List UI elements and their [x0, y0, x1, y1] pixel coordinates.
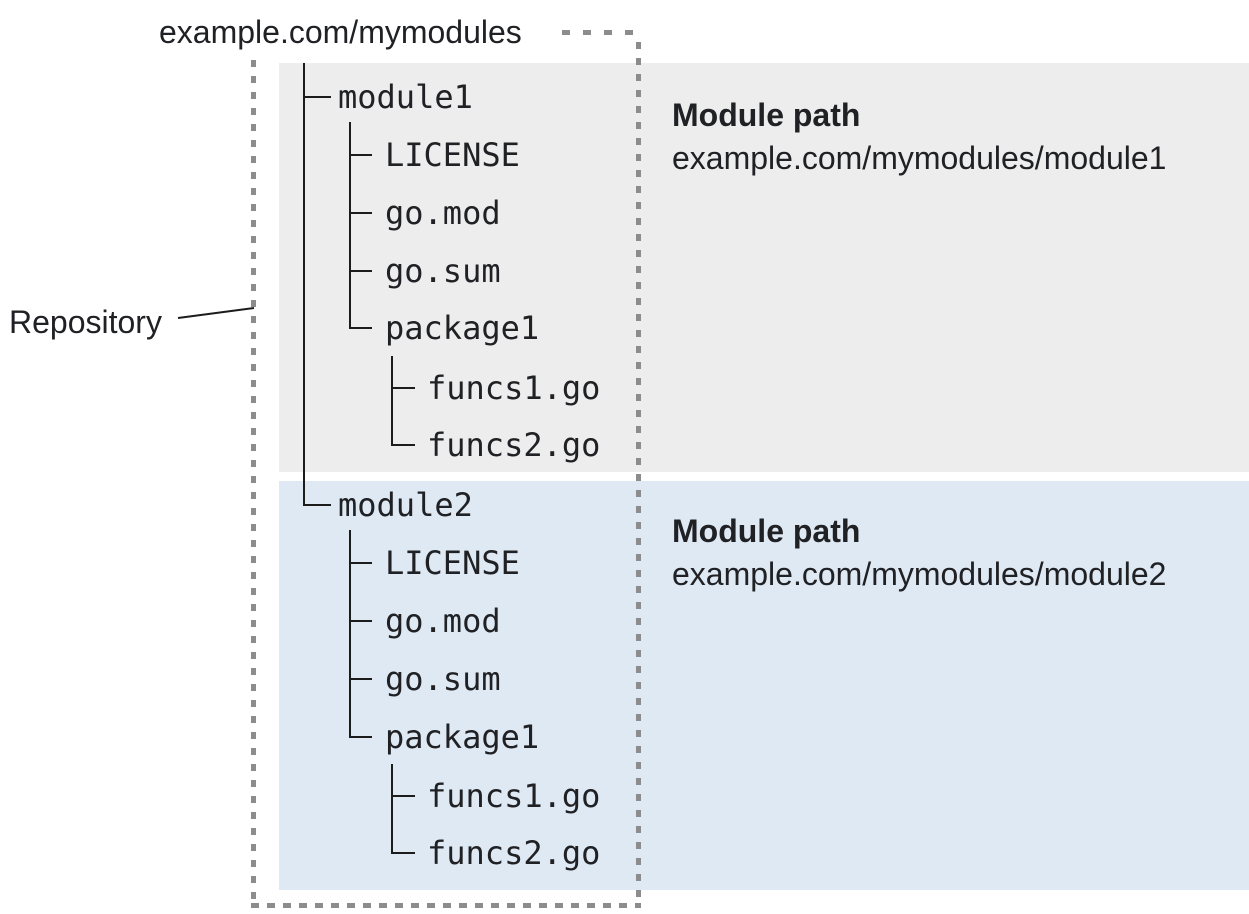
tree-trunk	[391, 764, 393, 854]
tree-branch	[349, 327, 372, 329]
module1-info-heading: Module path	[672, 97, 861, 133]
tree-branch	[391, 852, 415, 854]
tree-item-module2-gomod: go.mod	[385, 602, 501, 640]
tree-branch	[303, 96, 331, 98]
tree-branch	[349, 270, 372, 272]
module2-info-path: example.com/mymodules/module2	[672, 556, 1167, 592]
tree-trunk	[349, 530, 351, 738]
tree-branch	[349, 678, 372, 680]
tree-trunk	[349, 122, 351, 329]
tree-branch	[349, 562, 372, 564]
repository-title: example.com/mymodules	[159, 14, 522, 50]
tree-trunk	[303, 63, 305, 506]
tree-item-module2-gosum: go.sum	[385, 660, 501, 698]
tree-branch	[349, 154, 372, 156]
title-dash-connector	[562, 30, 640, 35]
tree-item-module1-package1: package1	[385, 309, 540, 347]
tree-branch	[303, 504, 331, 506]
module2-info: Module path example.com/mymodules/module…	[672, 510, 1166, 596]
tree-branch	[391, 444, 415, 446]
module1-info: Module path example.com/mymodules/module…	[672, 94, 1166, 180]
repository-pointer-line	[177, 307, 255, 319]
repository-border-left	[251, 60, 256, 903]
module1-info-path: example.com/mymodules/module1	[672, 140, 1167, 176]
tree-trunk	[391, 356, 393, 446]
module2-info-heading: Module path	[672, 513, 861, 549]
tree-item-module2-root: module2	[338, 486, 473, 524]
tree-branch	[349, 736, 372, 738]
module2-panel	[279, 481, 1249, 890]
module1-panel	[279, 63, 1249, 472]
tree-item-module1-gomod: go.mod	[385, 194, 501, 232]
tree-branch	[391, 387, 415, 389]
repository-label: Repository	[9, 304, 162, 340]
tree-item-module2-license: LICENSE	[385, 544, 520, 582]
tree-item-module1-gosum: go.sum	[385, 252, 501, 290]
tree-item-module2-funcs1: funcs1.go	[427, 777, 601, 815]
tree-item-module1-funcs2: funcs2.go	[427, 426, 601, 464]
tree-item-module2-funcs2: funcs2.go	[427, 834, 601, 872]
repository-border-bottom	[251, 903, 641, 908]
tree-item-module1-funcs1: funcs1.go	[427, 369, 601, 407]
tree-item-module1-root: module1	[338, 78, 473, 116]
tree-branch	[349, 620, 372, 622]
tree-branch	[391, 795, 415, 797]
repository-border-right	[636, 42, 641, 903]
tree-branch	[349, 212, 372, 214]
tree-item-module2-package1: package1	[385, 718, 540, 756]
tree-item-module1-license: LICENSE	[385, 136, 520, 174]
